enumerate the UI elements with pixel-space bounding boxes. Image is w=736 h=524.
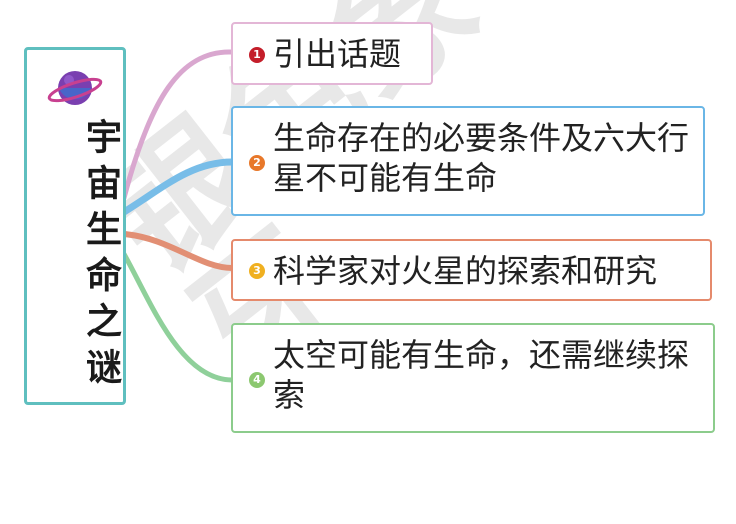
root-title: 宇宙生命之谜 [80,118,121,394]
badge-3: 3 [249,263,265,279]
node-2[interactable]: 2 生命存在的必要条件及六大行星不可能有生命 [231,106,705,216]
connector-1 [121,49,235,201]
connector-3 [121,231,235,271]
connector-4 [121,251,235,383]
node-4[interactable]: 4 太空可能有生命，还需继续探索 [231,323,715,433]
node-2-text: 生命存在的必要条件及六大行星不可能有生命 [273,119,690,197]
node-4-text: 太空可能有生命，还需继续探索 [273,336,690,414]
node-3-text: 科学家对火星的探索和研究 [273,252,658,290]
node-1-text: 引出话题 [273,35,402,73]
planet-icon [47,71,103,105]
badge-4: 4 [249,372,265,388]
connector-lines [120,49,236,383]
root-topic[interactable]: 宇宙生命之谜 [24,47,126,405]
node-1[interactable]: 1 引出话题 [231,22,433,85]
connector-2 [120,158,236,216]
node-3[interactable]: 3 科学家对火星的探索和研究 [231,239,712,301]
badge-1: 1 [249,47,265,63]
badge-2: 2 [249,155,265,171]
